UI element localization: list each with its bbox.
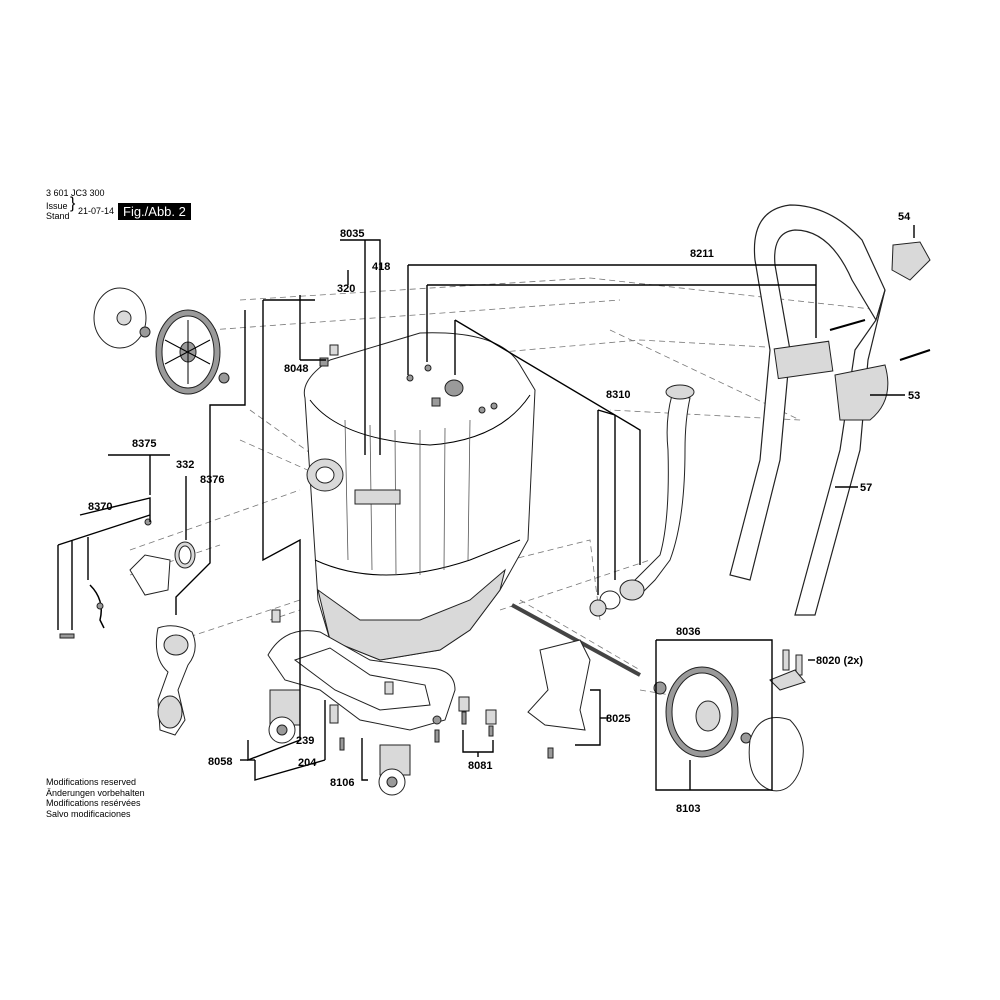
pins-8020 — [769, 649, 806, 691]
callout-8081: 8081 — [468, 760, 492, 772]
note-line: Modifications resérvées — [46, 798, 141, 808]
callout-8020: 8020 (2x) — [816, 655, 863, 667]
callout-8211: 8211 — [690, 248, 714, 260]
callout-8058: 8058 — [208, 756, 232, 768]
container-tank — [303, 332, 536, 661]
callout-8103: 8103 — [676, 803, 700, 815]
issue-label: Issue — [46, 201, 68, 211]
hose-connector-parts — [59, 518, 196, 639]
caster-base — [267, 609, 456, 796]
bracket-8025 — [527, 639, 591, 759]
callout-54: 54 — [898, 211, 911, 223]
left-wheel — [93, 287, 230, 395]
screw-parts — [319, 344, 441, 407]
callout-8036: 8036 — [676, 626, 700, 638]
callout-53: 53 — [908, 390, 920, 402]
callout-204: 204 — [298, 757, 317, 769]
part-number: 3 601 JC3 300 — [46, 188, 105, 198]
brace: } — [70, 195, 76, 212]
note-line: Modifications reserved — [46, 777, 137, 787]
stand-label: Stand — [46, 211, 70, 221]
callout-57: 57 — [860, 482, 872, 494]
hose-inlet-8310 — [589, 384, 695, 617]
callout-8035: 8035 — [340, 228, 364, 240]
handle-frame — [729, 204, 931, 616]
callout-239: 239 — [296, 735, 314, 747]
figure-label: Fig./Abb. 2 — [118, 203, 191, 220]
callout-8375: 8375 — [132, 438, 156, 450]
callout-8370: 8370 — [88, 501, 112, 513]
leader-lines — [57, 225, 915, 791]
axle-right-wheel — [511, 603, 804, 792]
note-line: Änderungen vorbehalten — [46, 787, 145, 798]
latches-8081 — [458, 696, 497, 737]
footer-notes: Modifications reserved Änderungen vorbeh… — [46, 777, 145, 819]
callout-418: 418 — [372, 261, 390, 273]
callout-8310: 8310 — [606, 389, 630, 401]
callout-labels: 54 8035 418 8211 320 8048 8310 53 8375 3… — [88, 211, 920, 815]
inlet-socket — [155, 625, 196, 736]
note-line: Salvo modificaciones — [46, 808, 131, 819]
callout-8048: 8048 — [284, 363, 308, 375]
issue-date: 21-07-14 — [78, 206, 115, 216]
callout-8106: 8106 — [330, 777, 354, 789]
callout-320: 320 — [337, 283, 355, 295]
callout-8025: 8025 — [606, 713, 630, 725]
callout-332: 332 — [176, 459, 194, 471]
callout-8376: 8376 — [200, 474, 224, 486]
